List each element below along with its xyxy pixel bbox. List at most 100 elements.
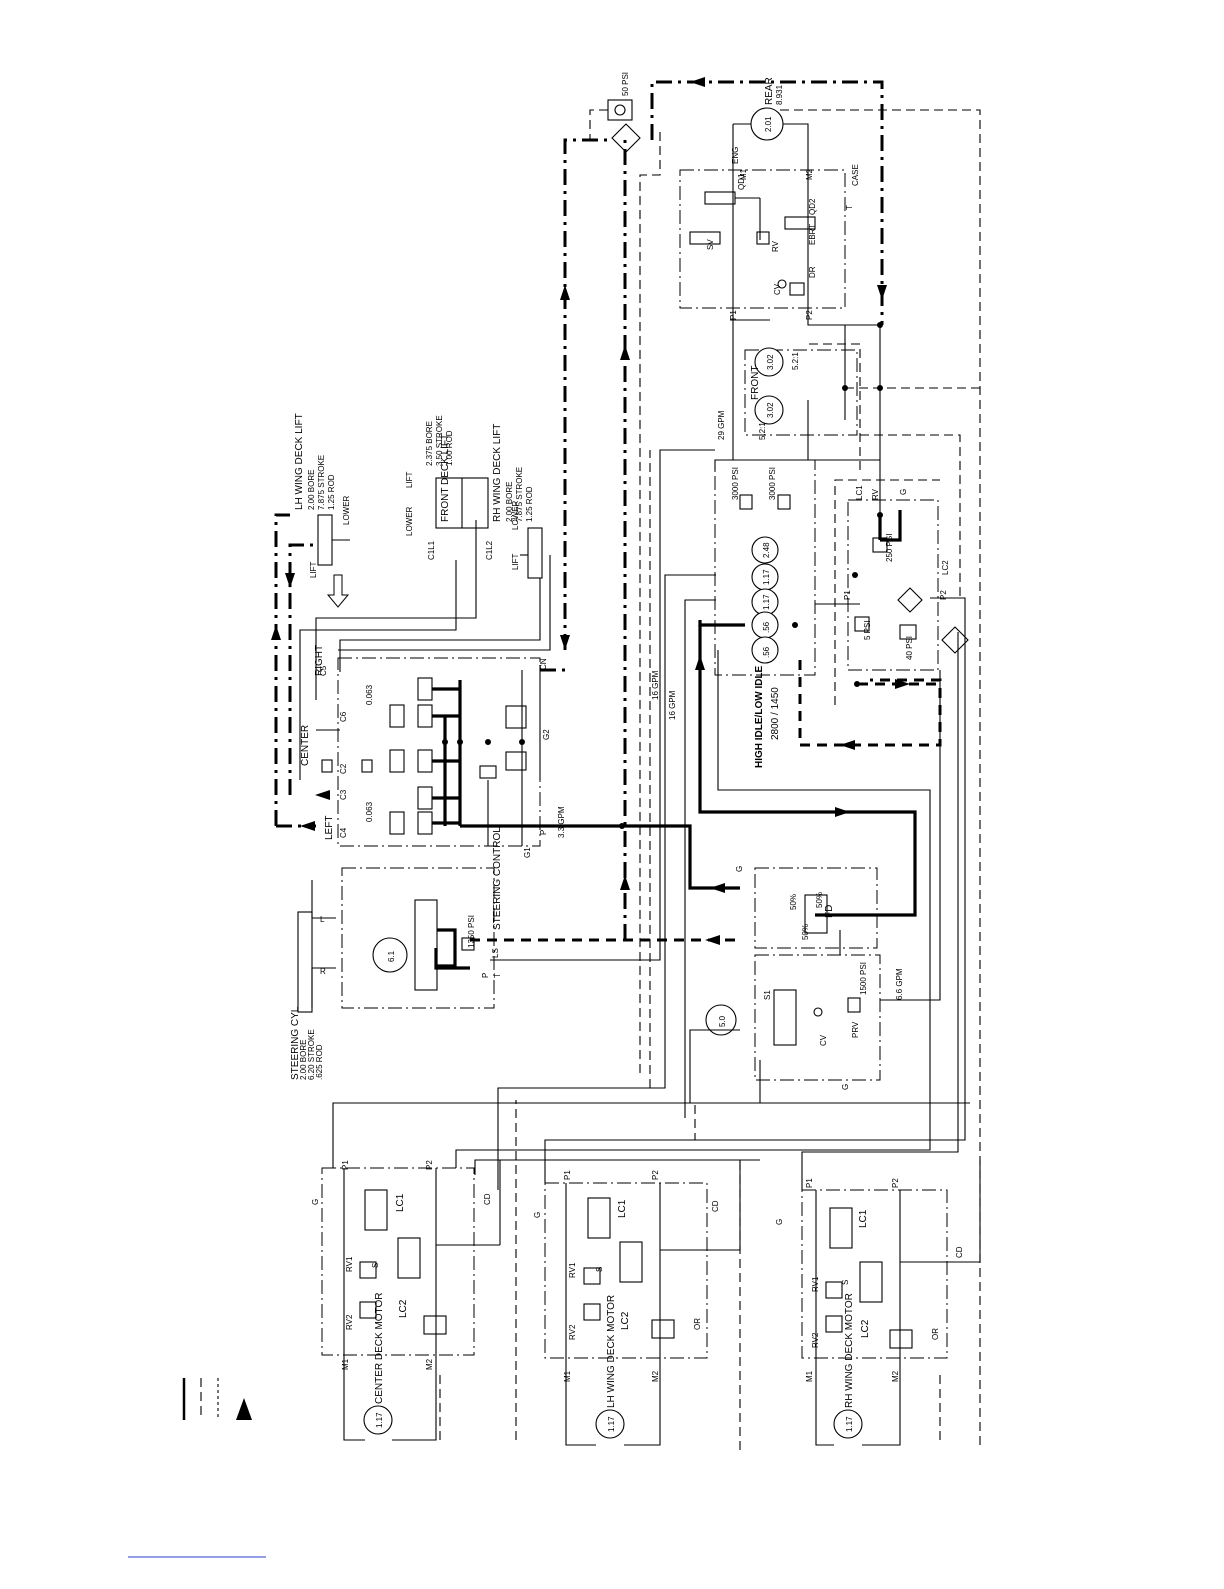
svg-text:.625 ROD: .625 ROD: [315, 1044, 324, 1080]
svg-text:5.2:1: 5.2:1: [758, 422, 767, 440]
svg-text:1.17: 1.17: [375, 1412, 384, 1428]
svg-text:M2: M2: [425, 1358, 434, 1370]
svg-text:LS: LS: [491, 948, 500, 958]
svg-text:8.931: 8.931: [775, 84, 784, 105]
pump-stack: 2.48 1.17 1.17 .56 .56 3000 PSI 3000 PSI: [714, 459, 816, 676]
solenoid-valve-block: 5.0 S1 PRV CV 1500 PSI G: [705, 954, 881, 1090]
svg-text:RV: RV: [871, 488, 880, 500]
svg-text:G2: G2: [542, 729, 551, 740]
svg-text:2.48: 2.48: [762, 542, 771, 558]
flow-label-4: 6.6 GPM: [895, 968, 904, 1000]
svg-text:C5: C5: [319, 665, 328, 676]
svg-text:G: G: [899, 489, 908, 495]
svg-text:1.25 ROD: 1.25 ROD: [327, 474, 336, 510]
svg-text:FD: FD: [824, 905, 835, 918]
svg-text:LOWER: LOWER: [511, 500, 520, 530]
svg-text:M1: M1: [739, 168, 748, 180]
svg-text:RIGHT: RIGHT: [314, 645, 325, 676]
svg-text:CD: CD: [483, 1193, 492, 1205]
svg-text:G: G: [841, 1084, 850, 1090]
svg-text:RH WING DECK LIFT: RH WING DECK LIFT: [492, 424, 503, 522]
svg-text:P1: P1: [843, 590, 852, 600]
svg-text:P1: P1: [805, 1178, 814, 1188]
svg-text:250 PSI: 250 PSI: [885, 534, 894, 562]
lc-manifold: LC1 LC2 P1 P2 RV G 250 PSI 5 PSI 40 PSI: [843, 485, 969, 671]
svg-text:LC1: LC1: [858, 1209, 869, 1228]
svg-text:LIFT: LIFT: [511, 553, 520, 570]
svg-text:LC2: LC2: [941, 560, 950, 575]
svg-text:P2: P2: [939, 590, 948, 600]
svg-text:G1: G1: [523, 847, 532, 858]
svg-text:REAR: REAR: [764, 77, 775, 105]
svg-text:FRONT DECK LIFT: FRONT DECK LIFT: [440, 434, 451, 522]
svg-text:.56: .56: [762, 621, 771, 633]
svg-text:M2: M2: [805, 168, 814, 180]
svg-text:M1: M1: [341, 1358, 350, 1370]
svg-text:LC1: LC1: [395, 1193, 406, 1212]
svg-text:LC1: LC1: [855, 485, 864, 500]
flow-label-1: 16 GPM: [651, 670, 660, 700]
svg-text:OR: OR: [931, 1328, 940, 1340]
svg-text:CN: CN: [539, 658, 548, 670]
flow-label-3: 3.3 GPM: [557, 806, 566, 838]
svg-text:50 PSI: 50 PSI: [621, 72, 630, 96]
svg-text:5.0: 5.0: [718, 1015, 727, 1027]
line-legend: [182, 1378, 252, 1420]
svg-text:LC2: LC2: [860, 1319, 871, 1338]
svg-text:6.1: 6.1: [387, 950, 396, 962]
flow-label-2: 16 GPM: [668, 690, 677, 720]
svg-text:3.50 STROKE: 3.50 STROKE: [435, 415, 444, 466]
svg-text:R: R: [320, 967, 326, 976]
svg-text:0.063: 0.063: [365, 801, 374, 822]
svg-text:6.20 STROKE: 6.20 STROKE: [307, 1029, 316, 1080]
svg-text:2.01: 2.01: [764, 116, 773, 132]
propel-manifold: QD1 QD2 SV RV CV DR ENG EBRT CASE P1 P2 …: [679, 147, 880, 400]
svg-text:2.375 BORE: 2.375 BORE: [425, 421, 434, 466]
svg-text:7.875 STROKE: 7.875 STROKE: [515, 467, 524, 522]
svg-text:CD: CD: [711, 1200, 720, 1212]
svg-text:CASE: CASE: [851, 164, 860, 186]
svg-text:C3: C3: [339, 789, 348, 800]
svg-text:RV1: RV1: [345, 1256, 354, 1272]
svg-text:3.02: 3.02: [766, 354, 775, 370]
svg-text:50%: 50%: [815, 892, 824, 908]
svg-text:5 PSI: 5 PSI: [863, 620, 872, 640]
svg-text:5.2:1: 5.2:1: [791, 352, 800, 370]
svg-text:C1L1: C1L1: [427, 540, 436, 560]
svg-text:QD1: QD1: [737, 173, 746, 190]
svg-text:0.063: 0.063: [365, 684, 374, 705]
svg-text:DR: DR: [808, 266, 817, 278]
lh-wing-cylinder: LH WING DECK LIFT 2.00 BORE 7.875 STROKE…: [294, 413, 351, 608]
svg-text:1.17: 1.17: [762, 594, 771, 610]
flow-arrow-icon: [236, 1398, 252, 1420]
svg-text:1500 PSI: 1500 PSI: [859, 962, 868, 995]
svg-text:RV2: RV2: [345, 1314, 354, 1330]
svg-text:CENTER: CENTER: [300, 725, 311, 766]
svg-text:RH WING DECK MOTOR: RH WING DECK MOTOR: [844, 1293, 855, 1408]
svg-text:RV1: RV1: [568, 1262, 577, 1278]
idle-note: HIGH IDLE/LOW IDLE: [754, 665, 765, 768]
svg-text:CV: CV: [819, 1034, 828, 1046]
svg-text:G: G: [311, 1199, 320, 1205]
steering-control: 6.1 STEERING CONTROL 1350 PSI P T LS: [341, 827, 503, 1009]
svg-text:G: G: [533, 1212, 542, 1218]
svg-text:RV: RV: [771, 240, 780, 252]
lh-wing-deck-motor: 1.17 LH WING DECK MOTOR LC1 LC2 RV1 RV2 …: [533, 1170, 740, 1446]
svg-text:P2: P2: [891, 1178, 900, 1188]
svg-text:LOWER: LOWER: [405, 506, 414, 536]
idle-speeds: 2800 / 1450: [770, 687, 781, 740]
rh-wing-deck-motor: 1.17 RH WING DECK MOTOR LC1 LC2 RV1 RV2 …: [775, 1178, 980, 1446]
svg-text:P2: P2: [425, 1160, 434, 1170]
svg-text:M1: M1: [563, 1370, 572, 1382]
svg-text:LH WING DECK MOTOR: LH WING DECK MOTOR: [606, 1295, 617, 1408]
svg-text:S1: S1: [763, 990, 772, 1000]
svg-text:LIFT: LIFT: [405, 471, 414, 488]
svg-text:S: S: [595, 1267, 604, 1272]
svg-text:STEERING CONTROL: STEERING CONTROL: [492, 827, 503, 930]
svg-text:T: T: [845, 205, 854, 210]
svg-text:50%: 50%: [801, 924, 810, 940]
svg-text:C6: C6: [339, 711, 348, 722]
svg-text:LC1: LC1: [617, 1199, 628, 1218]
svg-text:1.17: 1.17: [845, 1416, 854, 1432]
